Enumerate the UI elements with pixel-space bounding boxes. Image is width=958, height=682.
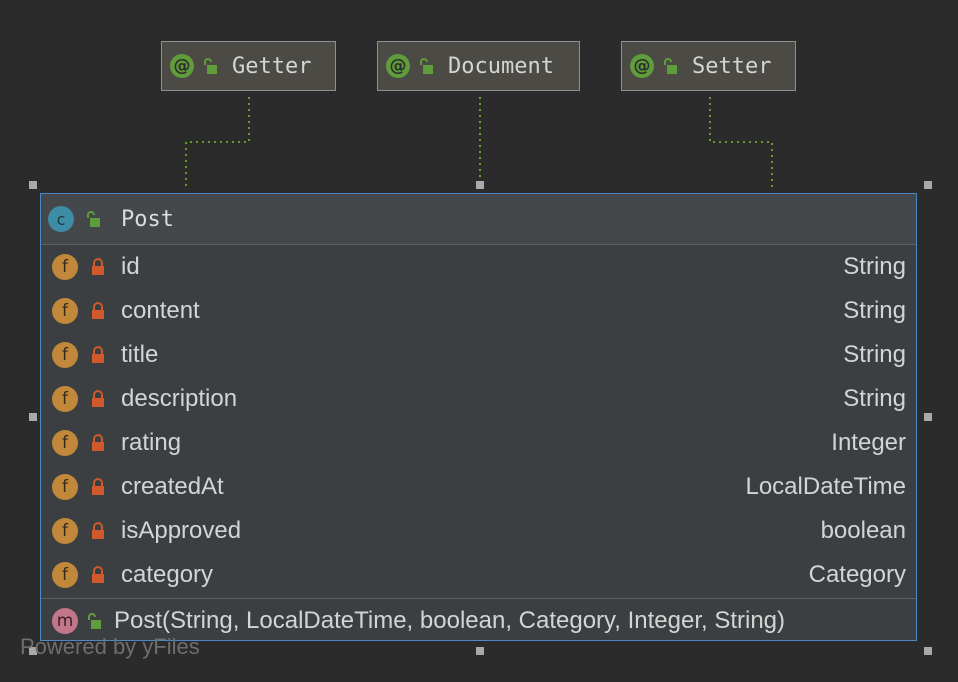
field-type: Integer	[831, 429, 906, 456]
field-icon: f	[52, 518, 78, 544]
class-icon: c	[48, 206, 74, 232]
lock-icon	[92, 390, 104, 407]
resize-handle-bottom-right[interactable]	[924, 647, 932, 655]
annotation-label: Document	[448, 53, 554, 79]
method-icon: m	[52, 607, 78, 634]
method-signature: Post(String, LocalDateTime, boolean, Cat…	[114, 606, 786, 634]
unlocked-icon	[204, 58, 217, 74]
field-name: rating	[121, 429, 182, 456]
unlocked-icon	[420, 58, 433, 74]
field-icon: f	[52, 562, 78, 588]
annotation-icon: @	[386, 54, 410, 78]
annotation-icon: @	[630, 54, 654, 78]
resize-handle-right[interactable]	[924, 413, 932, 421]
annotation-setter[interactable]: @ Setter	[621, 41, 796, 91]
field-row[interactable]: f createdAt LocalDateTime	[41, 465, 916, 509]
field-type: String	[843, 297, 906, 324]
resize-handle-top[interactable]	[476, 181, 484, 189]
method-row[interactable]: m Post(String, LocalDateTime, boolean, C…	[41, 599, 916, 642]
class-node-post[interactable]: c Post f id String f content String f ti…	[40, 193, 917, 641]
field-name: title	[121, 341, 159, 368]
watermark: Powered by yFiles	[20, 634, 200, 659]
field-icon: f	[52, 254, 78, 280]
lock-icon	[92, 434, 104, 451]
field-type: String	[843, 385, 906, 412]
connector-setter	[709, 97, 773, 190]
annotation-getter[interactable]: @ Getter	[161, 41, 336, 91]
field-row[interactable]: f rating Integer	[41, 421, 916, 465]
field-name: description	[121, 385, 238, 412]
field-icon: f	[52, 342, 78, 368]
lock-icon	[92, 302, 104, 319]
resize-handle-bottom-left[interactable]	[29, 647, 37, 655]
field-name: content	[121, 297, 200, 324]
fields-section: f id String f content String f title Str…	[41, 245, 916, 599]
field-name: id	[121, 253, 140, 280]
field-row[interactable]: f category Category	[41, 553, 916, 597]
annotation-label: Getter	[232, 53, 312, 79]
lock-icon	[92, 522, 104, 539]
field-icon: f	[52, 298, 78, 324]
unlocked-icon	[87, 211, 100, 227]
annotation-document[interactable]: @ Document	[377, 41, 580, 91]
field-icon: f	[52, 474, 78, 500]
field-type: LocalDateTime	[745, 473, 906, 500]
lock-icon	[92, 478, 104, 495]
field-name: isApproved	[121, 517, 242, 544]
annotation-icon: @	[170, 54, 194, 78]
annotation-label: Setter	[692, 53, 772, 79]
field-row[interactable]: f id String	[41, 245, 916, 289]
lock-icon	[92, 258, 104, 275]
field-row[interactable]: f content String	[41, 289, 916, 333]
connector-getter	[185, 97, 250, 190]
field-name: category	[121, 561, 214, 588]
lock-icon	[92, 346, 104, 363]
class-header[interactable]: c Post	[41, 194, 916, 245]
lock-icon	[92, 566, 104, 583]
field-icon: f	[52, 430, 78, 456]
resize-handle-top-right[interactable]	[924, 181, 932, 189]
field-icon: f	[52, 386, 78, 412]
resize-handle-bottom[interactable]	[476, 647, 484, 655]
field-row[interactable]: f description String	[41, 377, 916, 421]
field-type: Category	[808, 561, 906, 588]
field-row[interactable]: f isApproved boolean	[41, 509, 916, 553]
field-row[interactable]: f title String	[41, 333, 916, 377]
field-name: createdAt	[121, 473, 224, 500]
class-name: Post	[121, 206, 174, 232]
unlocked-icon	[664, 58, 677, 74]
resize-handle-top-left[interactable]	[29, 181, 37, 189]
resize-handle-left[interactable]	[29, 413, 37, 421]
unlocked-icon	[88, 612, 101, 629]
field-type: boolean	[820, 517, 906, 544]
field-type: String	[843, 253, 906, 280]
field-type: String	[843, 341, 906, 368]
